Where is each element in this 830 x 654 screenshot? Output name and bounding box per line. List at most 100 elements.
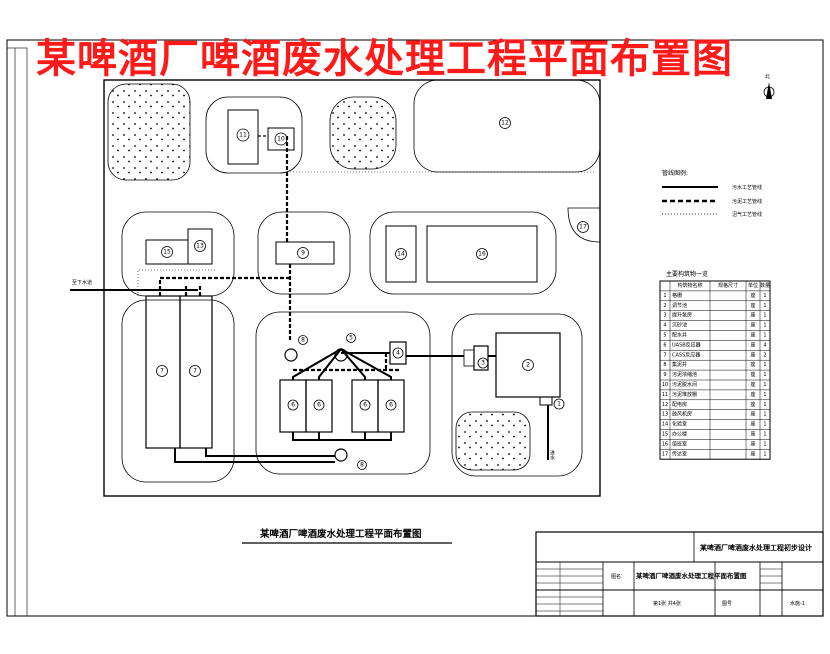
equipment-row-unit: 座 (750, 331, 755, 338)
legend-item-biogas: 沼气工艺管线 (732, 211, 762, 218)
equipment-row-no: 2 (663, 303, 666, 309)
equipment-row-no: 9 (663, 372, 666, 378)
equipment-row-name: 提升泵房 (672, 312, 692, 319)
label-3: 3 (481, 360, 485, 367)
building-9 (275, 241, 335, 265)
zone-middle-left (121, 211, 235, 297)
equipment-row-qty: 4 (763, 342, 766, 348)
label-16: 16 (478, 251, 486, 258)
label-8a: 8 (301, 337, 305, 344)
title-block-drawing-no: 水施-1 (790, 600, 805, 607)
equipment-row-unit: 座 (750, 430, 755, 437)
equipment-row-unit: 座 (750, 401, 755, 408)
label-inlet: 进水 (549, 449, 555, 460)
zone-top-middle (205, 96, 303, 174)
equipment-row-no: 17 (662, 451, 668, 457)
equipment-row-unit: 座 (750, 292, 755, 299)
label-6d: 6 (389, 402, 393, 409)
label-4: 4 (396, 350, 400, 357)
title-block (535, 531, 824, 617)
building-16 (426, 225, 538, 283)
label-15: 15 (163, 249, 171, 256)
title-block-drawing-name: 某啤酒厂啤酒废水处理工程平面布置图 (636, 571, 747, 580)
equipment-row-name: 化验室 (672, 421, 687, 428)
cass-reactor-7b (179, 295, 213, 449)
zone-bottom-center (255, 311, 431, 475)
equipment-row-no: 5 (663, 332, 666, 338)
label-13: 13 (196, 243, 204, 250)
gatehouse-17 (567, 207, 601, 243)
equipment-row-qty: 1 (763, 392, 766, 398)
north-label: 北 (765, 73, 770, 80)
equipment-row-name: 污泥脱水间 (672, 381, 697, 388)
equipment-header-3: 数量 (760, 282, 770, 289)
equipment-row-qty: 1 (763, 422, 766, 428)
equipment-row-name: 传达室 (672, 450, 687, 457)
equipment-row-qty: 1 (763, 293, 766, 299)
equipment-row-unit: 座 (750, 391, 755, 398)
equipment-row-name: CASS反应器 (672, 351, 700, 358)
zone-bottom-left (121, 299, 235, 483)
equipment-row-no: 15 (662, 431, 668, 437)
title-block-sheet: 第1张 共4张 (653, 600, 681, 607)
equipment-row-name: UASB反应器 (672, 341, 701, 348)
equipment-row-unit: 座 (750, 371, 755, 378)
equipment-row-unit: 座 (750, 421, 755, 428)
label-10: 10 (277, 136, 285, 143)
site-boundary (103, 79, 601, 497)
legend-item-sludge: 污泥工艺管线 (732, 198, 762, 205)
equipment-row-no: 8 (663, 362, 666, 368)
equipment-row-qty: 1 (763, 323, 766, 329)
label-12: 12 (501, 120, 509, 127)
label-8b: 8 (360, 462, 364, 469)
equipment-row-qty: 1 (763, 402, 766, 408)
green-area-top-center (329, 96, 397, 170)
title-block-name-label: 图名 (611, 573, 621, 580)
equipment-row-name: 污泥堆放棚 (672, 391, 697, 398)
equipment-row-unit: 座 (750, 440, 755, 447)
equipment-row-unit: 座 (750, 322, 755, 329)
equipment-row-qty: 1 (763, 303, 766, 309)
label-5: 5 (349, 335, 353, 342)
label-17: 17 (579, 224, 587, 231)
equipment-row-no: 1 (663, 293, 666, 299)
north-arrow-icon: 北 (763, 73, 775, 99)
label-1: 1 (557, 401, 561, 408)
equipment-row-name: 办公楼 (672, 430, 687, 437)
legend-title: 管线图例: (662, 169, 688, 177)
sewage-pipelines (70, 289, 549, 463)
equipment-header-2: 单位 (748, 282, 758, 289)
label-6a: 6 (291, 402, 295, 409)
label-7a: 7 (160, 368, 164, 375)
equipment-row-no: 14 (662, 422, 668, 428)
equipment-row-no: 4 (663, 323, 666, 329)
legend-item-sewage: 污水工艺管线 (732, 184, 762, 191)
equipment-row-unit: 座 (750, 361, 755, 368)
equipment-row-no: 11 (662, 392, 668, 398)
page-title: 某啤酒厂啤酒废水处理工程平面布置图 (36, 35, 733, 82)
equipment-row-name: 沉砂池 (672, 322, 687, 329)
equipment-row-qty: 1 (763, 313, 766, 319)
building-13 (187, 228, 213, 265)
building-11 (227, 109, 259, 165)
equipment-row-qty: 1 (763, 451, 766, 457)
equipment-row-no: 6 (663, 342, 666, 348)
equipment-row-name: 集泥井 (672, 361, 687, 368)
equipment-row-qty: 1 (763, 412, 766, 418)
zone-middle-right (369, 211, 557, 295)
equipment-row-qty: 1 (763, 362, 766, 368)
equipment-row-no: 16 (662, 441, 668, 447)
equipment-row-unit: 座 (750, 450, 755, 457)
label-2: 2 (526, 362, 530, 369)
equipment-row-unit: 座 (750, 351, 755, 358)
equipment-row-name: 格栅 (672, 292, 682, 299)
label-11: 11 (239, 132, 247, 139)
pipe-legend: 管线图例: 污水工艺管线 污泥工艺管线 沼气工艺管线 (662, 169, 762, 218)
label-to-sewer: 至下水道 (72, 279, 92, 286)
equipment-row-name: 配电房 (672, 401, 687, 408)
building-14 (385, 225, 417, 283)
equipment-row-qty: 1 (763, 382, 766, 388)
sludge-pump-8a (284, 348, 298, 362)
